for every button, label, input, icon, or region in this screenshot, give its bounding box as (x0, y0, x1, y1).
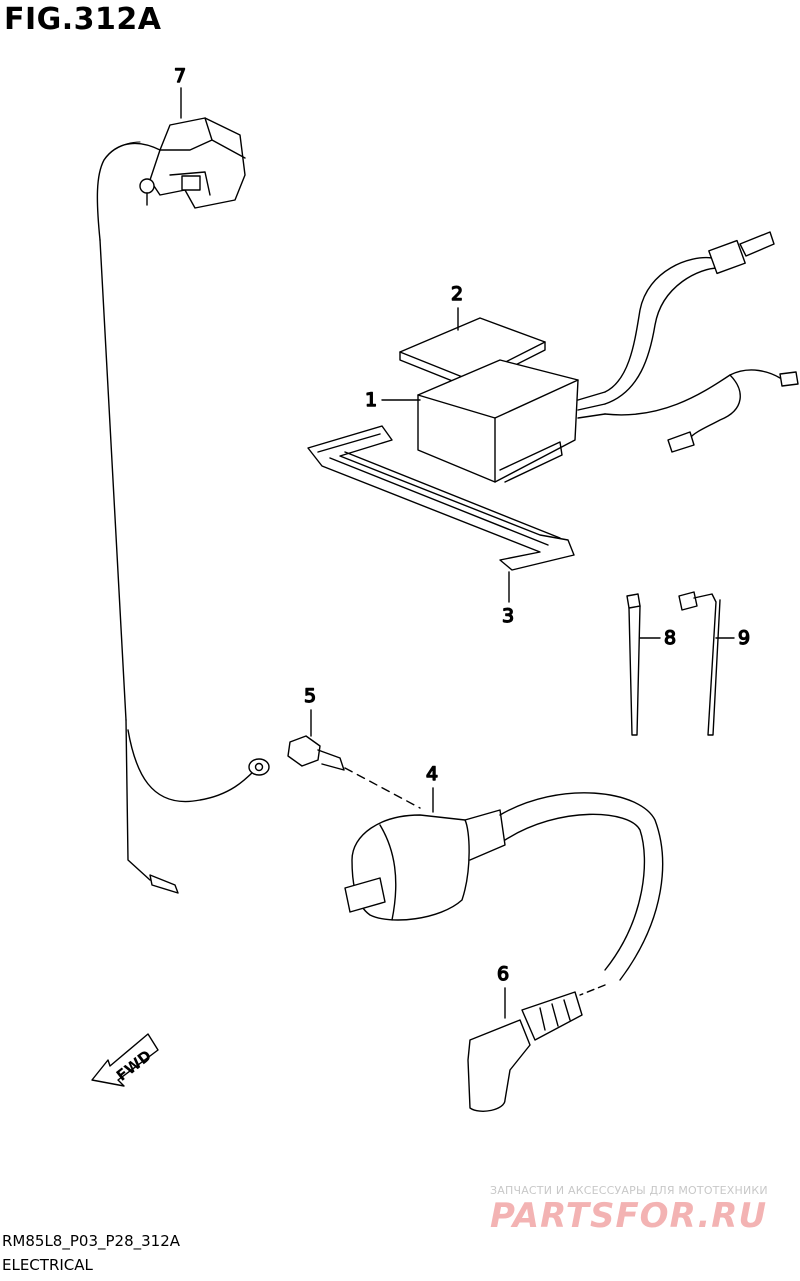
watermark-logo: PARTSFOR.RU (490, 1196, 768, 1236)
callout-8: 8 (664, 627, 676, 649)
callout-9: 9 (738, 627, 750, 649)
section-title: ELECTRICAL (2, 1256, 93, 1274)
callout-7: 7 (174, 65, 186, 87)
callout-6: 6 (497, 963, 509, 985)
cdi-unit (417, 359, 606, 483)
bolt (287, 735, 345, 771)
callout-4: 4 (426, 763, 438, 785)
spark-plug-cap (467, 991, 583, 1112)
clamp-9 (678, 591, 721, 736)
bolt-axis-line (344, 767, 421, 809)
watermark-tagline: ЗАПЧАСТИ И АКСЕССУАРЫ ДЛЯ МОТОТЕХНИКИ (490, 1184, 768, 1197)
stop-switch-wire-ends (125, 719, 270, 894)
callout-3: 3 (502, 605, 514, 627)
cdi-wiring (604, 231, 799, 453)
plug-cap-axis-line (579, 984, 606, 996)
callout-2: 2 (451, 283, 463, 305)
engine-stop-switch (96, 117, 246, 721)
callout-1: 1 (365, 389, 377, 411)
cable-tie-8 (626, 593, 641, 736)
rubber-band (307, 425, 575, 571)
forward-direction-arrow: FWD (91, 1033, 159, 1087)
callout-5: 5 (304, 685, 316, 707)
ignition-coil (344, 792, 664, 981)
figure-title: FIG.312A (4, 2, 162, 37)
figure-code: RM85L8_P03_P28_312A (2, 1232, 181, 1250)
